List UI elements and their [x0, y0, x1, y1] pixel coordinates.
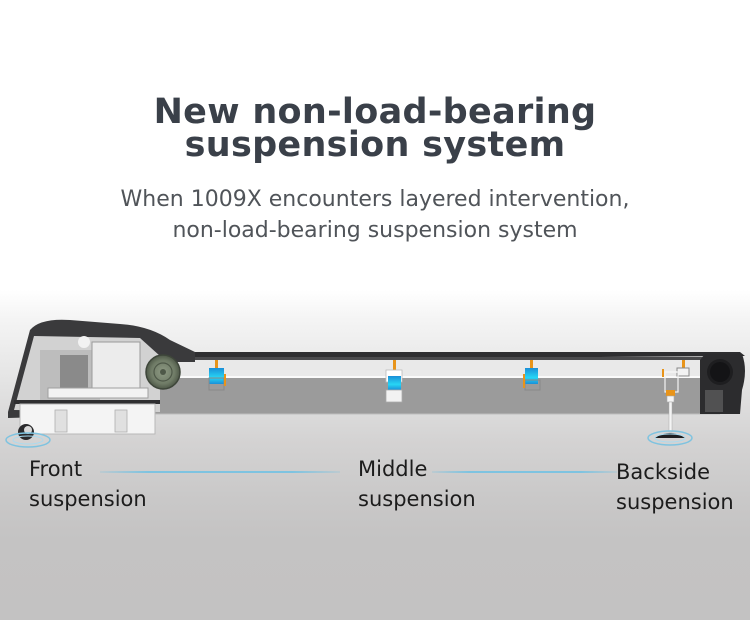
backside-label-line-2: suspension [616, 490, 734, 514]
motor-housing [8, 319, 195, 418]
running-belt [150, 352, 745, 360]
treadmill-illustration [5, 319, 745, 448]
front-leader-line [100, 471, 340, 473]
deck-body [150, 362, 720, 415]
headline-line-2: suspension system [184, 125, 566, 165]
front-roller [145, 354, 181, 390]
backside-suspension-leg [647, 360, 693, 446]
middle-suspension-label: Middle suspension [358, 454, 476, 514]
middle-label-line-2: suspension [358, 487, 476, 511]
headline: New non-load-bearing suspension system [0, 92, 750, 165]
backside-label-line-1: Backside [616, 460, 711, 484]
middle-leader-line [432, 471, 617, 473]
front-label-line-1: Front [29, 457, 83, 481]
backside-suspension-label: Backside suspension [616, 457, 734, 517]
headline-line-1: New non-load-bearing [153, 92, 597, 132]
shock-absorber-3 [523, 360, 541, 391]
subhead: When 1009X encounters layered interventi… [0, 184, 750, 246]
front-suspension-foot [5, 403, 156, 448]
rear-end-cap [700, 354, 745, 414]
middle-label-line-1: Middle [358, 457, 428, 481]
shock-absorber-1 [208, 360, 226, 391]
subhead-line-1: When 1009X encounters layered interventi… [120, 187, 630, 212]
front-suspension-label: Front suspension [29, 454, 147, 514]
front-label-line-2: suspension [29, 487, 147, 511]
shock-absorber-2 [385, 360, 403, 403]
subhead-line-2: non-load-bearing suspension system [172, 218, 578, 243]
